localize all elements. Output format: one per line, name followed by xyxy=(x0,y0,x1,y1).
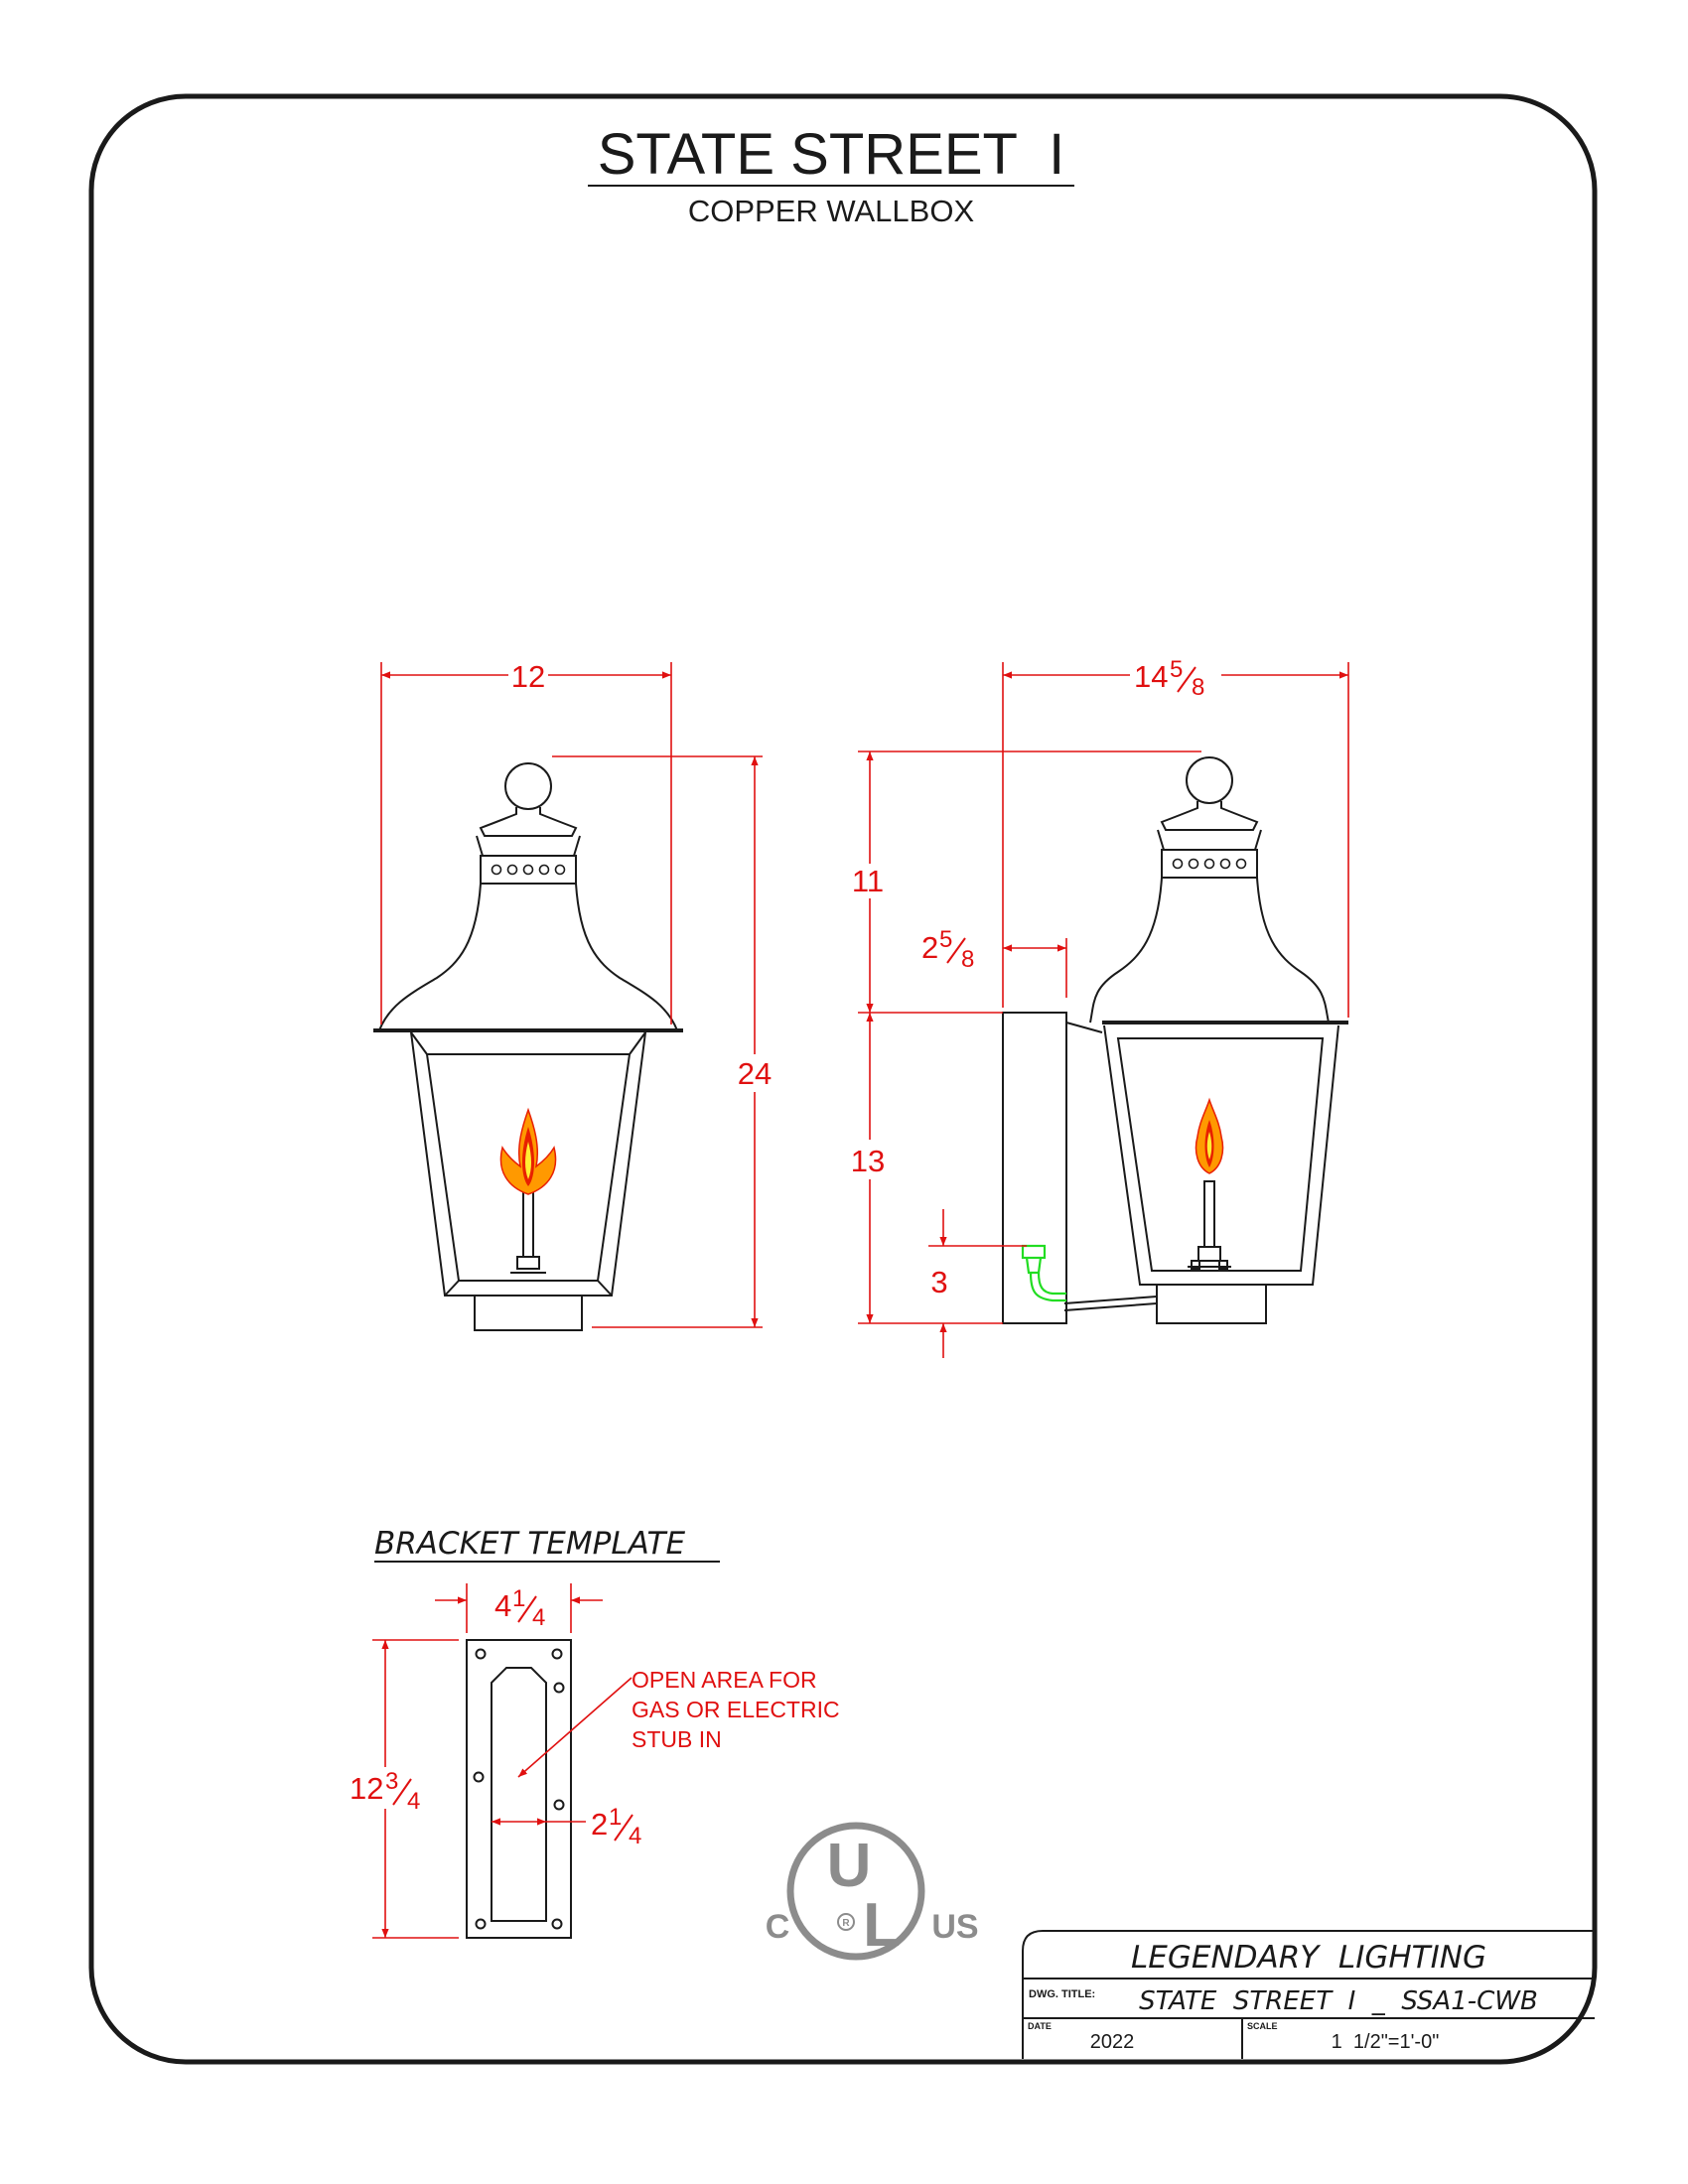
burner-valve xyxy=(516,1256,540,1270)
scale-value: 1 1/2"=1'-0" xyxy=(1332,2031,1440,2053)
svg-text:3: 3 xyxy=(385,1768,398,1795)
svg-text:12: 12 xyxy=(350,1771,383,1806)
front-flame xyxy=(499,1107,557,1195)
side-glass-inner xyxy=(1116,1037,1325,1272)
front-height-dimension: 24 xyxy=(738,1056,772,1091)
svg-text:4: 4 xyxy=(532,1604,545,1631)
side-mid-dimension: 13 xyxy=(851,1144,885,1178)
dwg-title-label: DWG. TITLE: xyxy=(1029,1988,1095,2000)
bracket-width-dimension: 4 1 4 xyxy=(494,1585,545,1631)
bracket-dimensions xyxy=(372,1583,633,1939)
bracket-inner-dimension: 2 1 4 xyxy=(591,1804,641,1849)
svg-text:2: 2 xyxy=(591,1807,608,1842)
burner-pipe xyxy=(522,1190,534,1258)
support-arm xyxy=(1063,1296,1158,1304)
ul-listing-mark: U L R C US xyxy=(766,1822,979,1961)
side-burner-valve xyxy=(1197,1246,1221,1262)
title-block xyxy=(1022,1930,1595,2059)
open-area-note: OPEN AREA FOR GAS OR ELECTRIC STUB IN xyxy=(632,1667,840,1752)
svg-text:1: 1 xyxy=(609,1804,622,1831)
svg-text:8: 8 xyxy=(1192,674,1204,701)
side-top-dimension: 11 xyxy=(852,864,884,898)
front-width-dimension: 12 xyxy=(511,659,545,694)
svg-text:14: 14 xyxy=(1134,659,1168,694)
base-box xyxy=(474,1295,583,1331)
side-view-lantern xyxy=(1002,756,1348,1324)
svg-text:4: 4 xyxy=(407,1788,420,1815)
dwg-title: STATE STREET I _ SSA1-CWB xyxy=(1139,1986,1538,2016)
side-bell-roof xyxy=(1089,877,1330,1024)
open-area xyxy=(491,1667,547,1922)
svg-text:4: 4 xyxy=(629,1823,641,1849)
svg-text:1: 1 xyxy=(512,1585,525,1612)
svg-text:GAS OR ELECTRIC: GAS OR ELECTRIC xyxy=(632,1697,840,1722)
wallbox xyxy=(1002,1012,1067,1324)
bracket-template-label: BRACKET TEMPLATE xyxy=(374,1526,685,1562)
svg-text:C: C xyxy=(766,1908,790,1946)
svg-text:5: 5 xyxy=(939,926,952,953)
svg-text:OPEN AREA FOR: OPEN AREA FOR xyxy=(632,1667,817,1693)
gas-fitting xyxy=(1021,1244,1066,1302)
side-top-collar xyxy=(1161,849,1258,879)
side-finial-ball xyxy=(1186,756,1233,804)
scale-label: SCALE xyxy=(1247,2021,1278,2031)
side-finial-base xyxy=(1160,801,1259,831)
date-label: DATE xyxy=(1028,2021,1052,2031)
bracket-plate xyxy=(466,1639,572,1939)
vent-holes xyxy=(491,864,566,876)
side-dimensions xyxy=(858,662,1349,1358)
date-value: 2022 xyxy=(1090,2031,1135,2053)
side-base-box xyxy=(1156,1284,1267,1324)
svg-text:8: 8 xyxy=(961,946,974,973)
svg-text:L: L xyxy=(863,1891,901,1960)
side-vent-holes xyxy=(1172,858,1247,870)
drawing-heading: STATE STREET I COPPER WALLBOX xyxy=(588,122,1074,228)
side-bottom-dimension: 3 xyxy=(930,1265,947,1299)
drawing-subtitle: COPPER WALLBOX xyxy=(688,194,975,228)
svg-text:STUB IN: STUB IN xyxy=(632,1726,722,1752)
top-collar xyxy=(480,855,577,885)
svg-text:4: 4 xyxy=(494,1588,511,1623)
sheet-border xyxy=(88,93,1598,2065)
bell-roof xyxy=(378,883,678,1031)
finial-base xyxy=(479,807,578,837)
svg-text:U: U xyxy=(827,1832,872,1900)
drawing-title: STATE STREET I xyxy=(598,122,1065,187)
finial-ball xyxy=(504,762,552,810)
side-burner-pipe xyxy=(1203,1180,1215,1248)
side-flame xyxy=(1195,1097,1224,1174)
side-width-dimension: 14 5 8 xyxy=(1134,656,1204,701)
bracket-height-dimension: 12 3 4 xyxy=(350,1768,420,1815)
svg-text:R: R xyxy=(842,1918,850,1929)
svg-text:2: 2 xyxy=(921,930,938,965)
front-view-lantern xyxy=(373,762,683,1331)
svg-text:US: US xyxy=(931,1908,978,1946)
wallbox-offset-dimension: 2 5 8 xyxy=(921,926,974,973)
svg-text:5: 5 xyxy=(1170,656,1183,683)
company-name: LEGENDARY LIGHTING xyxy=(1131,1940,1486,1976)
front-dimensions xyxy=(380,662,763,1328)
